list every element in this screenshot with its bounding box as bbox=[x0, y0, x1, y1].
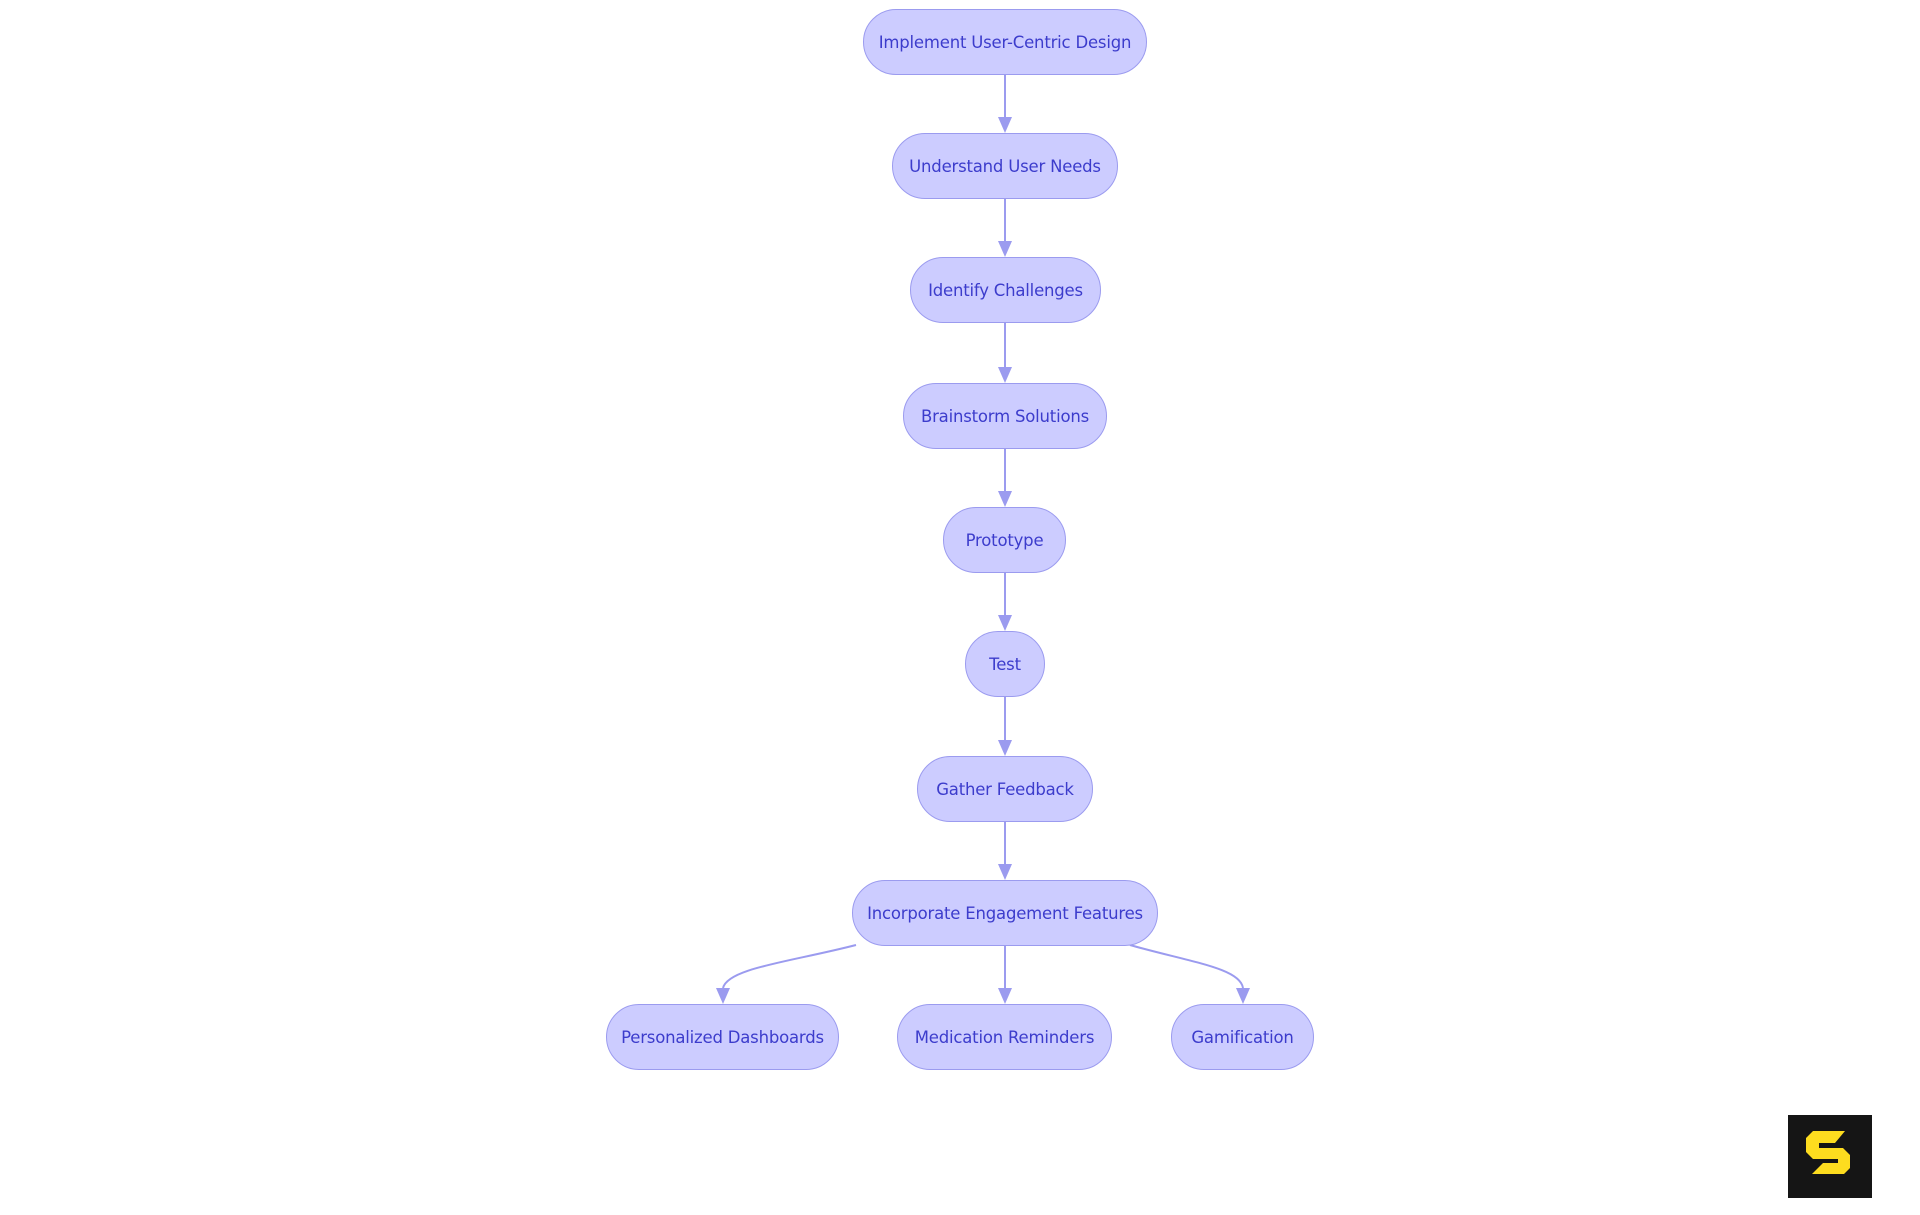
node-identify-challenges[interactable]: Identify Challenges bbox=[910, 257, 1101, 323]
node-medication-reminders[interactable]: Medication Reminders bbox=[897, 1004, 1112, 1070]
node-label: Understand User Needs bbox=[909, 156, 1101, 176]
node-label: Gather Feedback bbox=[936, 779, 1074, 799]
node-incorporate-engagement-features[interactable]: Incorporate Engagement Features bbox=[852, 880, 1158, 946]
edge-n8-n11 bbox=[1129, 944, 1250, 1004]
node-label: Gamification bbox=[1191, 1027, 1294, 1047]
node-label: Medication Reminders bbox=[914, 1027, 1095, 1047]
node-label: Prototype bbox=[965, 530, 1044, 550]
node-label: Identify Challenges bbox=[928, 280, 1083, 300]
edge-n1-n2 bbox=[998, 75, 1012, 133]
node-personalized-dashboards[interactable]: Personalized Dashboards bbox=[606, 1004, 839, 1070]
node-test[interactable]: Test bbox=[965, 631, 1045, 697]
node-gamification[interactable]: Gamification bbox=[1171, 1004, 1314, 1070]
node-label: Test bbox=[989, 654, 1021, 674]
edge-n2-n3 bbox=[998, 199, 1012, 257]
node-label: Incorporate Engagement Features bbox=[867, 903, 1143, 923]
edge-n8-n9 bbox=[716, 944, 857, 1004]
node-label: Brainstorm Solutions bbox=[920, 406, 1090, 426]
edge-n8-n10 bbox=[998, 946, 1012, 1004]
edge-n4-n5 bbox=[998, 449, 1012, 507]
edge-n5-n6 bbox=[998, 573, 1012, 631]
node-prototype[interactable]: Prototype bbox=[943, 507, 1066, 573]
node-understand-user-needs[interactable]: Understand User Needs bbox=[892, 133, 1118, 199]
edge-n6-n7 bbox=[998, 697, 1012, 756]
s-logo-icon bbox=[1806, 1131, 1850, 1174]
brand-logo bbox=[1788, 1115, 1872, 1198]
node-label: Implement User-Centric Design bbox=[878, 32, 1132, 52]
edge-n7-n8 bbox=[998, 822, 1012, 880]
node-gather-feedback[interactable]: Gather Feedback bbox=[917, 756, 1093, 822]
node-implement-user-centric-design[interactable]: Implement User-Centric Design bbox=[863, 9, 1147, 75]
edge-n3-n4 bbox=[998, 323, 1012, 383]
node-label: Personalized Dashboards bbox=[621, 1027, 824, 1047]
node-brainstorm-solutions[interactable]: Brainstorm Solutions bbox=[903, 383, 1107, 449]
